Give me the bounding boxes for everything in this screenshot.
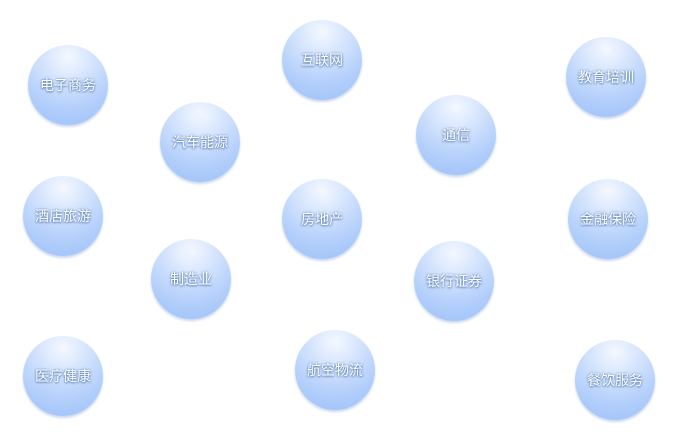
industry-bubble-healthcare[interactable]: 医疗健康 <box>23 336 103 416</box>
industry-bubble-catering[interactable]: 餐饮服务 <box>575 340 655 420</box>
industry-bubble-manufacturing[interactable]: 制造业 <box>151 239 231 319</box>
industry-label: 银行证券 <box>426 274 482 290</box>
industry-bubble-ecommerce[interactable]: 电子商务 <box>28 45 108 125</box>
industry-label: 制造业 <box>170 272 212 288</box>
industry-label: 电子商务 <box>40 78 96 94</box>
industry-label: 房地产 <box>301 212 343 228</box>
industry-label: 餐饮服务 <box>587 373 643 389</box>
industry-bubble-banking-securities[interactable]: 银行证券 <box>414 241 494 321</box>
industry-label: 酒店旅游 <box>35 209 91 225</box>
industry-bubble-finance-insurance[interactable]: 金融保险 <box>568 179 648 259</box>
industry-label: 教育培训 <box>578 70 634 86</box>
industry-bubble-education[interactable]: 教育培训 <box>566 37 646 117</box>
industry-bubble-telecom[interactable]: 通信 <box>416 95 496 175</box>
industry-label: 医疗健康 <box>35 369 91 385</box>
industry-label: 互联网 <box>301 53 343 69</box>
industry-label: 金融保险 <box>580 212 636 228</box>
industry-bubble-internet[interactable]: 互联网 <box>282 20 362 100</box>
industry-bubble-aviation-logistics[interactable]: 航空物流 <box>295 330 375 410</box>
industry-bubble-hotel-travel[interactable]: 酒店旅游 <box>23 176 103 256</box>
industry-label: 汽车能源 <box>172 135 228 151</box>
industry-label: 通信 <box>442 128 470 144</box>
industry-bubble-auto-energy[interactable]: 汽车能源 <box>160 102 240 182</box>
industry-label: 航空物流 <box>307 363 363 379</box>
industry-bubble-real-estate[interactable]: 房地产 <box>282 179 362 259</box>
